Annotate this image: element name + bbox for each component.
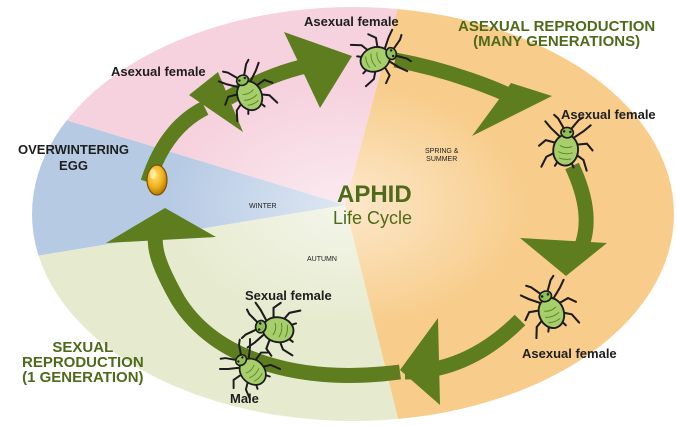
sexual-heading-line1: SEXUAL [22, 340, 144, 355]
label-asexual-female-2: Asexual female [304, 14, 399, 29]
label-sexual-female: Sexual female [245, 288, 332, 303]
egg-icon [147, 165, 167, 195]
sexual-heading-line3: (1 GENERATION) [22, 370, 144, 385]
overwintering-line2: EGG [18, 158, 129, 174]
subtitle-life-cycle: Life Cycle [333, 208, 412, 229]
season-autumn: AUTUMN [307, 256, 337, 264]
overwintering-egg-label: OVERWINTERING EGG [18, 142, 129, 174]
label-asexual-female-3: Asexual female [561, 107, 656, 122]
overwintering-line1: OVERWINTERING [18, 142, 129, 158]
spring-summer-line2: SUMMER [425, 156, 458, 164]
label-asexual-female-1: Asexual female [111, 64, 206, 79]
sexual-reproduction-heading: SEXUAL REPRODUCTION (1 GENERATION) [22, 340, 144, 385]
season-spring-summer: SPRING & SUMMER [425, 148, 458, 164]
sexual-heading-line2: REPRODUCTION [22, 355, 144, 370]
asexual-heading-line2: (MANY GENERATIONS) [458, 34, 655, 49]
asexual-heading-line1: ASEXUAL REPRODUCTION [458, 19, 655, 34]
season-winter: WINTER [249, 203, 277, 211]
label-asexual-female-4: Asexual female [522, 346, 617, 361]
asexual-reproduction-heading: ASEXUAL REPRODUCTION (MANY GENERATIONS) [458, 19, 655, 49]
title-aphid: APHID [337, 181, 412, 209]
spring-summer-line1: SPRING & [425, 148, 458, 156]
label-male: Male [230, 391, 259, 406]
